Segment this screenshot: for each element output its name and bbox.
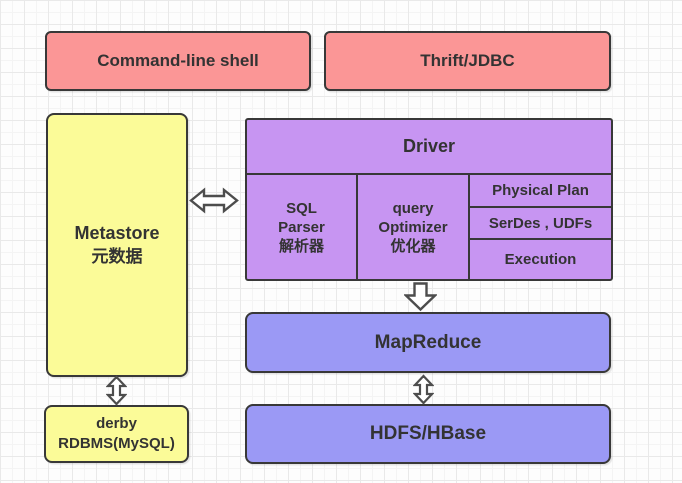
node-command-line-shell-label: Command-line shell <box>97 51 259 70</box>
node-derby-rdbms[interactable]: derby RDBMS(MySQL) <box>44 405 189 463</box>
driver-subcomponents: SQL Parser 解析器 query Optimizer 优化器 Physi… <box>247 175 611 279</box>
node-derby-line1: derby <box>96 415 137 432</box>
sql-parser-line3: 解析器 <box>278 237 324 255</box>
node-thrift-jdbc-label: Thrift/JDBC <box>420 51 515 70</box>
down-arrow-icon <box>404 282 437 311</box>
node-metastore[interactable]: Metastore 元数据 <box>46 113 188 377</box>
node-sql-parser[interactable]: SQL Parser 解析器 <box>247 175 358 279</box>
node-driver[interactable]: Driver SQL Parser 解析器 query Optimizer 优化… <box>245 118 613 281</box>
node-physical-plan[interactable]: Physical Plan <box>470 175 611 208</box>
double-vertical-arrow-icon <box>413 374 434 405</box>
execution-label: Execution <box>504 251 577 268</box>
query-optimizer-line2: Optimizer <box>378 218 448 236</box>
sql-parser-line2: Parser <box>278 218 325 236</box>
node-execution[interactable]: Execution <box>470 240 611 279</box>
node-mapreduce-label: MapReduce <box>374 331 482 353</box>
double-horizontal-arrow-icon <box>189 187 239 214</box>
physical-plan-label: Physical Plan <box>492 182 589 199</box>
node-hdfs-hbase-label: HDFS/HBase <box>369 423 487 444</box>
serdes-udfs-label: SerDes , UDFs <box>488 214 593 232</box>
arrow-metastore-driver[interactable] <box>189 187 239 214</box>
arrow-driver-mapreduce[interactable] <box>404 282 437 311</box>
double-vertical-arrow-icon <box>106 375 127 406</box>
query-optimizer-line3: 优化器 <box>390 237 436 255</box>
arrow-mapreduce-hdfs[interactable] <box>413 374 434 405</box>
node-metastore-label: Metastore <box>74 223 160 243</box>
node-hdfs-hbase[interactable]: HDFS/HBase <box>245 404 611 464</box>
sql-parser-line1: SQL <box>286 199 317 217</box>
driver-right-column: Physical Plan SerDes , UDFs Execution <box>470 175 611 279</box>
driver-title: Driver <box>247 120 611 175</box>
node-metastore-sublabel: 元数据 <box>91 247 143 266</box>
arrow-metastore-derby[interactable] <box>106 375 127 406</box>
node-mapreduce[interactable]: MapReduce <box>245 312 611 373</box>
node-command-line-shell[interactable]: Command-line shell <box>45 31 311 91</box>
node-derby-line2: RDBMS(MySQL) <box>58 435 175 452</box>
query-optimizer-line1: query <box>392 199 434 217</box>
node-thrift-jdbc[interactable]: Thrift/JDBC <box>324 31 611 91</box>
node-serdes-udfs[interactable]: SerDes , UDFs <box>470 208 611 240</box>
node-query-optimizer[interactable]: query Optimizer 优化器 <box>358 175 470 279</box>
